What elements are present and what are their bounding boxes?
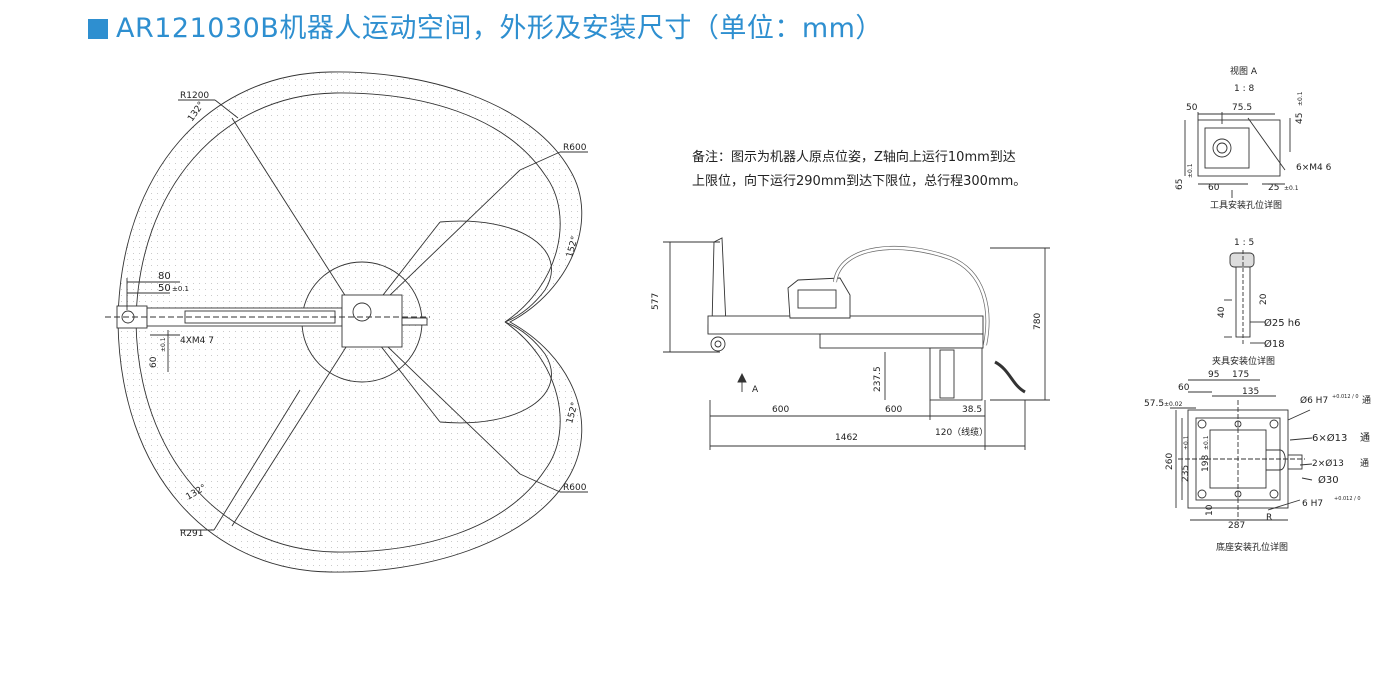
fixture-caption: 夹具安装位详图 [1212,355,1275,367]
base-tol-b: +0.012 / 0 [1334,496,1361,502]
base-tol-a: +0.012 / 0 [1332,394,1359,400]
base-letter-r: R [1266,513,1272,523]
base-tol57-5: ±0.02 [1164,401,1183,408]
view-a-tol45: ±0.1 [1297,91,1304,106]
label-tol-50: ±0.1 [172,285,189,293]
label-dim-577: 577 [651,293,661,310]
base-d260: 260 [1165,453,1175,470]
side-view-diagram [663,237,1050,450]
base-holes13: 6×Ø13 [1312,432,1347,444]
label-dim-600a: 600 [772,405,789,415]
fixture-d40: 40 [1217,306,1227,318]
label-dim-1462: 1462 [835,433,858,443]
page-title-text: AR121030B机器人运动空间，外形及安装尺寸（单位：mm） [116,13,883,44]
view-a-tol25: ±0.1 [1284,185,1299,192]
view-a-d45: 45 [1295,113,1305,124]
label-r600-bottom: R600 [563,483,587,493]
base-d57-5: 57.5 [1144,399,1164,409]
base-d287: 287 [1228,521,1245,531]
label-dim-60: 60 [149,356,159,368]
label-r291: R291 [180,529,203,539]
view-a-holes: 6×M4 6 [1296,163,1332,173]
view-a-d75-5: 75.5 [1232,103,1252,113]
base-d198: 198 [1201,455,1211,472]
title-square-icon [88,19,108,39]
base-diagram [1170,379,1313,521]
label-dim-780: 780 [1033,313,1043,330]
fixture-phi25: Ø25 h6 [1264,317,1300,329]
page-title: AR121030B机器人运动空间，外形及安装尺寸（单位：mm） [88,6,883,45]
view-a-caption: 工具安装孔位详图 [1210,199,1282,211]
remark-line-2: 上限位，向下运行290mm到达下限位，总行程300mm。 [692,174,1027,189]
remark-line-1: 备注：图示为机器人原点位姿，Z轴向上运行10mm到达 [692,150,1016,165]
view-a-tol65: ±0.1 [1187,163,1194,178]
label-arrow-a: A [752,385,759,395]
view-a-d25: 25 [1268,183,1279,193]
base-d10: 10 [1205,504,1215,516]
label-tol-60: ±0.1 [160,337,167,352]
fixture-scale: 1 : 5 [1234,238,1254,248]
base-through-a: 通 [1362,395,1371,406]
label-dim-237-5: 237.5 [873,366,883,392]
view-a-diagram [1184,112,1291,198]
label-holes-4xm4: 4XM4 7 [180,336,214,346]
base-through-c: 通 [1360,458,1369,469]
view-a-d50: 50 [1186,103,1198,113]
base-through-b: 通 [1360,432,1370,444]
label-dim-600b: 600 [885,405,902,415]
remark-note: 备注：图示为机器人原点位姿，Z轴向上运行10mm到达 上限位，向下运行290mm… [692,146,1052,194]
base-phi6h7b: 6 H7 [1302,499,1323,509]
base-phi6h7a: Ø6 H7 [1300,395,1328,406]
fixture-diagram [1224,250,1265,345]
base-d175: 175 [1232,370,1249,380]
base-d235: 235 [1181,465,1191,482]
workspace-diagram [105,71,588,573]
view-a-d60: 60 [1208,183,1220,193]
label-dim-80: 80 [158,271,171,282]
fixture-d20: 20 [1259,293,1269,305]
view-a-title: 视图 A [1230,65,1258,77]
view-a-d65: 65 [1175,179,1185,190]
base-d60: 60 [1178,383,1190,393]
label-r600-top: R600 [563,143,587,153]
base-d135: 135 [1242,387,1259,397]
label-dim-38-5: 38.5 [962,405,982,415]
base-phi30: Ø30 [1318,474,1339,486]
label-dim-50: 50 [158,283,171,294]
view-a-scale: 1 : 8 [1234,84,1254,94]
base-caption: 底座安装孔位详图 [1216,541,1288,553]
label-r1200: R1200 [180,91,209,101]
fixture-phi18: Ø18 [1264,338,1285,350]
label-dim-120: 120（线缆） [935,426,988,438]
base-tol235: ±0.1 [1183,435,1190,450]
base-d95: 95 [1208,370,1219,380]
base-tol198: ±0.1 [1203,435,1210,450]
base-holes13b: 2×Ø13 [1312,458,1344,469]
